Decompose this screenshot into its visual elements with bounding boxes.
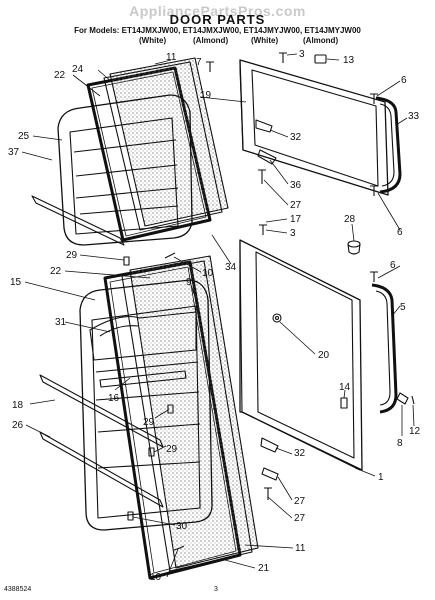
callout-17-top: 17 <box>290 214 302 225</box>
callout-15: 15 <box>10 277 22 288</box>
shelf-bar-lower <box>39 431 164 508</box>
callout-32-top: 32 <box>290 132 302 143</box>
callout-25: 26 <box>12 420 24 431</box>
color-almond-1: (Almond) <box>193 36 229 45</box>
fresh-food-liner <box>79 279 213 531</box>
freezer-insulation <box>109 57 229 227</box>
callout-29-top: 29 <box>66 250 78 261</box>
callout-19: 19 <box>200 90 212 101</box>
callout-32-low: 32 <box>294 448 306 459</box>
color-white-1: (White) <box>139 36 167 45</box>
callout-14: 14 <box>339 382 351 393</box>
callout-labels: 11 22 24 25 37 19 7 3 13 6 33 32 36 27 3… <box>8 49 421 583</box>
callout-3-top: 3 <box>299 49 305 60</box>
callout-37: 37 <box>8 147 20 158</box>
callout-28: 28 <box>344 214 356 225</box>
callout-1: 1 <box>378 472 384 483</box>
fresh-food-handle <box>371 283 398 414</box>
callout-12: 12 <box>409 426 421 437</box>
callout-24: 25 <box>18 131 30 142</box>
callout-13: 13 <box>343 55 355 66</box>
callout-7: 7 <box>196 57 202 68</box>
callout-6-low: 6 <box>390 260 396 271</box>
color-white-2: (White) <box>251 36 279 45</box>
document-number: 4388524 <box>4 586 32 593</box>
callout-5: 5 <box>400 302 406 313</box>
callout-10-low: 10 <box>150 572 162 583</box>
callout-27-top: 27 <box>290 200 302 211</box>
model-list: For Models: ET14JMXJW00, ET14JMXJW00, ET… <box>74 26 361 35</box>
callout-33: 33 <box>408 111 420 122</box>
callout-16: 16 <box>108 393 120 404</box>
diagram-title: DOOR PARTS <box>169 12 266 27</box>
callout-36: 36 <box>290 180 302 191</box>
shelf-bar-upper <box>39 374 164 448</box>
callout-29-mid: 29 <box>143 417 155 428</box>
callout-31: 31 <box>55 317 67 328</box>
callout-23: 24 <box>72 64 84 75</box>
callout-22-top: 22 <box>54 70 66 81</box>
color-almond-2: (Almond) <box>303 36 339 45</box>
callout-20: 20 <box>318 350 330 361</box>
callout-34: 34 <box>225 262 237 273</box>
freezer-handle <box>375 96 402 194</box>
freezer-shelf-bar <box>31 195 125 246</box>
callout-30: 30 <box>176 521 188 532</box>
callout-8: 8 <box>397 438 403 449</box>
callout-3-mid: 3 <box>290 228 296 239</box>
callout-29-low: 29 <box>166 444 178 455</box>
watermark: AppliancePartsPros.com <box>129 3 306 19</box>
callout-18: 18 <box>12 400 24 411</box>
page-number: 3 <box>214 586 218 593</box>
callout-11-top: 11 <box>166 52 177 63</box>
callout-27-low: 27 <box>294 513 306 524</box>
callout-6-mid: 6 <box>397 227 403 238</box>
fresh-food-insulation <box>129 255 259 569</box>
callout-22-mid: 22 <box>50 266 62 277</box>
callout-9: 9 <box>186 277 192 288</box>
freezer-liner <box>57 94 193 246</box>
callout-26: 27 <box>294 496 306 507</box>
callout-11-low: 11 <box>295 543 306 554</box>
callout-10-top: 10 <box>202 268 214 279</box>
callout-21: 21 <box>258 563 270 574</box>
callout-6-top: 6 <box>401 75 407 86</box>
